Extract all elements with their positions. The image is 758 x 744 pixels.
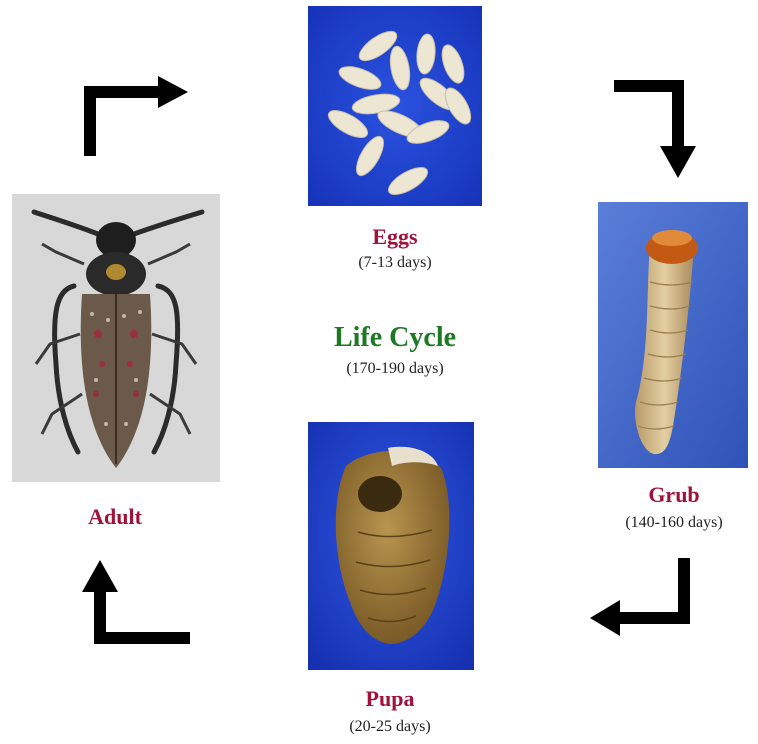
arrow-pupa-to-adult — [76, 558, 192, 646]
pupa-label: Pupa — [290, 686, 490, 712]
pupa-image — [308, 422, 474, 670]
eggs-label: Eggs — [308, 224, 482, 250]
grub-label: Grub — [590, 482, 758, 508]
grub-image — [598, 202, 748, 468]
life-cycle-duration: (170-190 days) — [270, 360, 520, 378]
arrow-adult-to-eggs — [84, 70, 192, 160]
arrow-grub-to-pupa — [588, 556, 692, 640]
eggs-duration: (7-13 days) — [308, 254, 482, 272]
adult-label: Adult — [40, 504, 190, 530]
pupa-duration: (20-25 days) — [290, 718, 490, 736]
eggs-image — [308, 6, 482, 206]
grub-duration: (140-160 days) — [590, 514, 758, 532]
arrow-eggs-to-grub — [612, 78, 702, 182]
life-cycle-title: Life Cycle — [270, 322, 520, 354]
adult-image — [12, 194, 220, 482]
